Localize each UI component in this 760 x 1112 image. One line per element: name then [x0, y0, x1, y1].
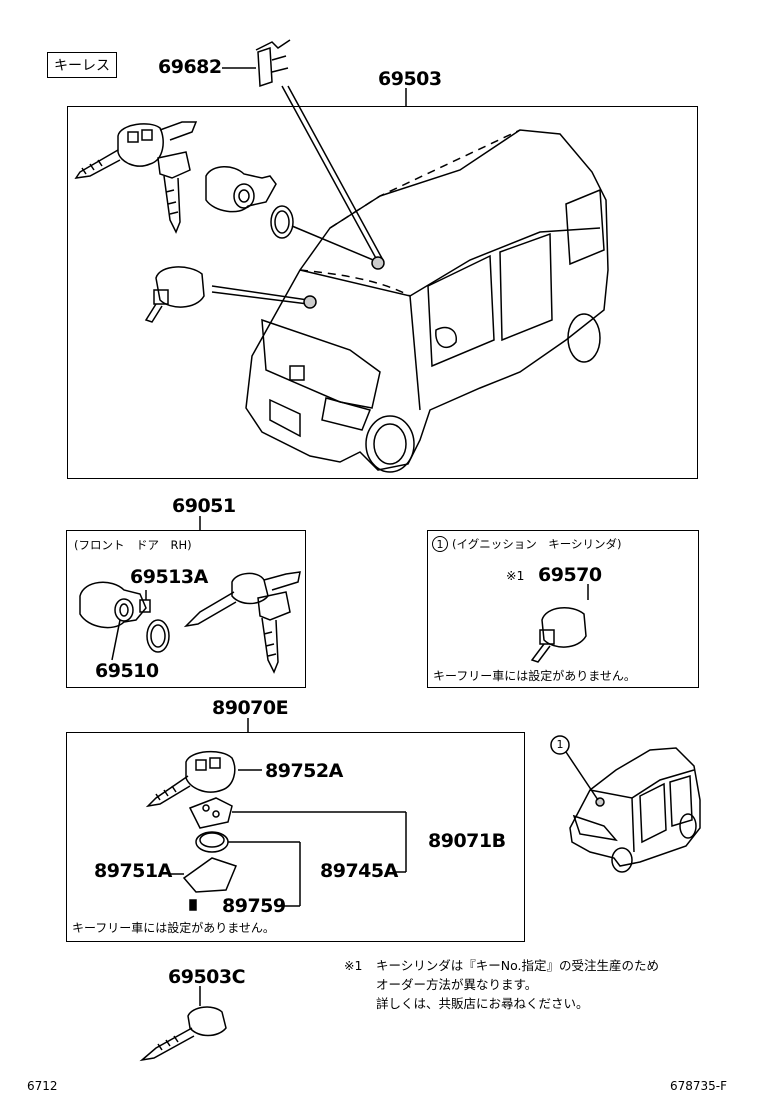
part-number-69682: 69682: [158, 56, 222, 78]
ignition-note-mark: ※1: [506, 568, 525, 583]
footer-left-code: 6712: [27, 1079, 58, 1093]
ignition-box: [427, 530, 699, 688]
footnote-line-1: キーシリンダは『キーNo.指定』の受注生産のため: [376, 958, 660, 973]
main-assembly-box: [67, 106, 698, 479]
part-number-69503C: 69503C: [168, 966, 246, 988]
keyless-tag: キーレス: [47, 52, 117, 78]
part-number-89759: 89759: [222, 895, 286, 917]
footnote-line-3: 詳しくは、共販店にお尋ねください。: [376, 996, 589, 1011]
part-number-69503: 69503: [378, 68, 442, 90]
part-number-69510: 69510: [95, 660, 159, 682]
footer-right-code: 678735-F: [670, 1079, 728, 1093]
front-door-box: [66, 530, 306, 688]
part-number-89751A: 89751A: [94, 860, 172, 882]
car-callout-marker: 1: [556, 738, 564, 751]
part-number-89071B: 89071B: [428, 830, 506, 852]
part-number-89752A: 89752A: [265, 760, 343, 782]
remote-box: [66, 732, 525, 942]
front-door-label: (フロント ドア RH): [74, 538, 192, 552]
ignition-circle-marker: 1: [432, 536, 448, 552]
ignition-label: (イグニッション キーシリンダ): [452, 537, 622, 551]
part-number-89745A: 89745A: [320, 860, 398, 882]
footnote-line-2: オーダー方法が異なります。: [376, 977, 538, 992]
footnote-mark: ※1: [344, 958, 363, 973]
part-number-69051: 69051: [172, 495, 236, 517]
part-number-69570: 69570: [538, 564, 602, 586]
keyless-tag-text: キーレス: [54, 58, 110, 74]
remote-note: キーフリー車には設定がありません。: [72, 921, 275, 935]
part-number-89070E: 89070E: [212, 697, 289, 719]
ignition-note: キーフリー車には設定がありません。: [433, 669, 636, 683]
part-number-69513A: 69513A: [130, 566, 208, 588]
